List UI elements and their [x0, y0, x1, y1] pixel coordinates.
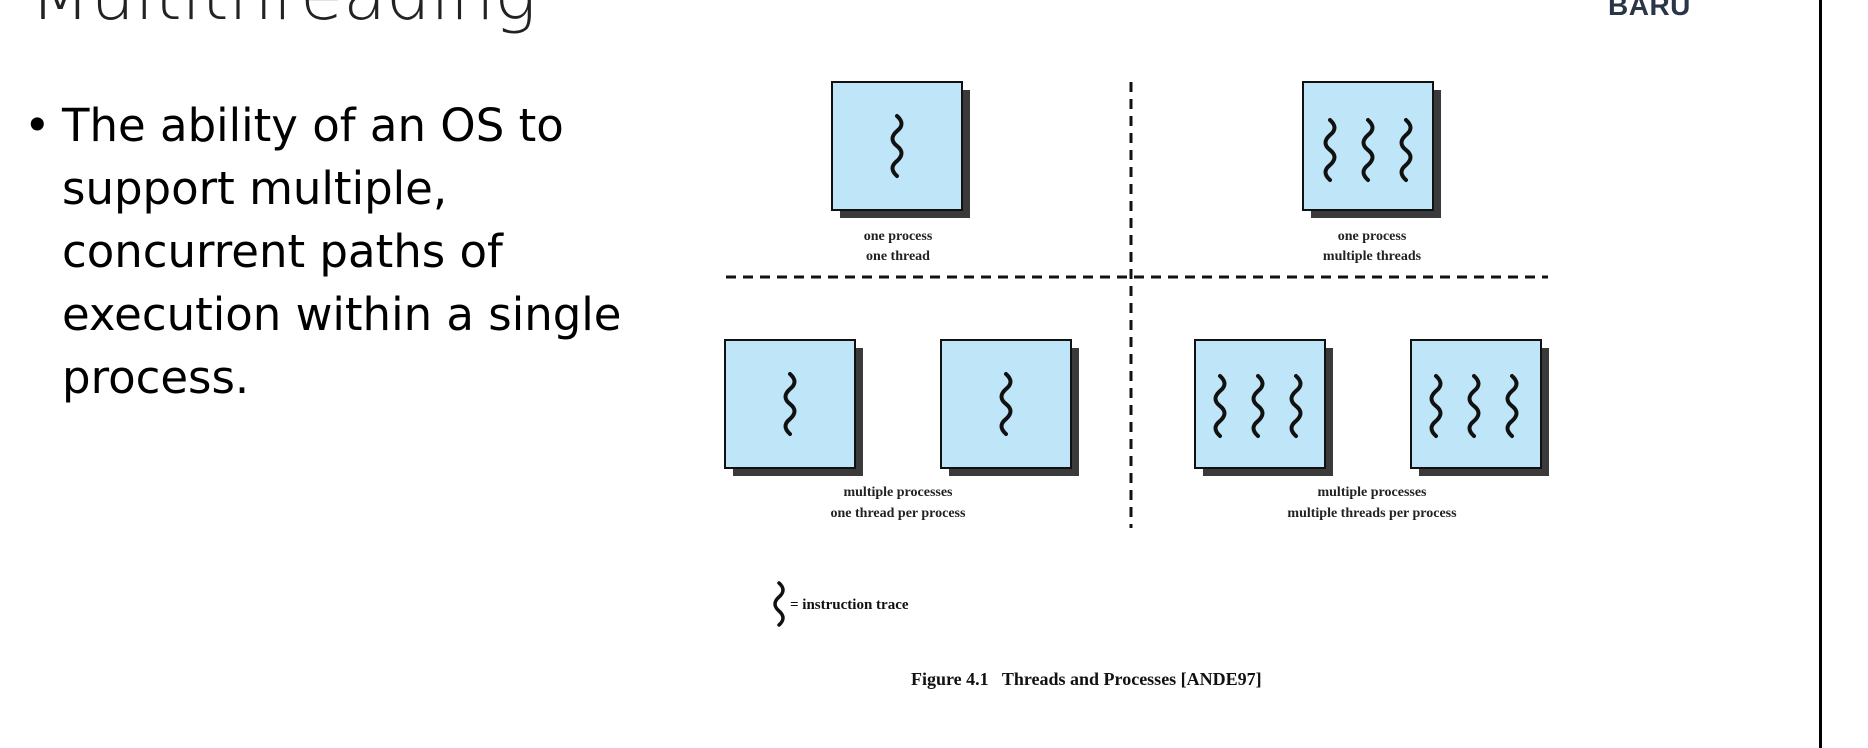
slide-title: Multithreading — [30, 0, 536, 36]
process-box — [1302, 81, 1441, 218]
panel-label-line2: one thread — [866, 249, 930, 264]
panel-label-line1: one process — [864, 229, 933, 244]
bullet-dot-icon: • — [24, 99, 51, 152]
process-box — [1410, 339, 1549, 476]
process-box — [831, 81, 970, 218]
panel-label-line1: one process — [1338, 229, 1407, 244]
slide-border — [1819, 0, 1822, 748]
process-box — [724, 339, 863, 476]
logo-text: BARU — [1608, 0, 1691, 21]
bullet-text: The ability of an OS to support multiple… — [62, 99, 622, 404]
panel-label-line1: multiple processes — [843, 485, 953, 500]
bullet-point: • The ability of an OS to support multip… — [24, 94, 664, 409]
panel-label-line2: multiple threads per process — [1287, 506, 1457, 521]
panel-label-line2: one thread per process — [831, 506, 966, 521]
instruction-trace-icon — [773, 581, 785, 627]
process-box — [1194, 339, 1333, 476]
panel-label-line1: multiple processes — [1317, 485, 1427, 500]
process-box — [940, 339, 1079, 476]
legend-text: = instruction trace — [790, 597, 909, 613]
panel-label-line2: multiple threads — [1323, 249, 1422, 264]
figure-caption: Figure 4.1 Threads and Processes [ANDE97… — [911, 669, 1262, 689]
